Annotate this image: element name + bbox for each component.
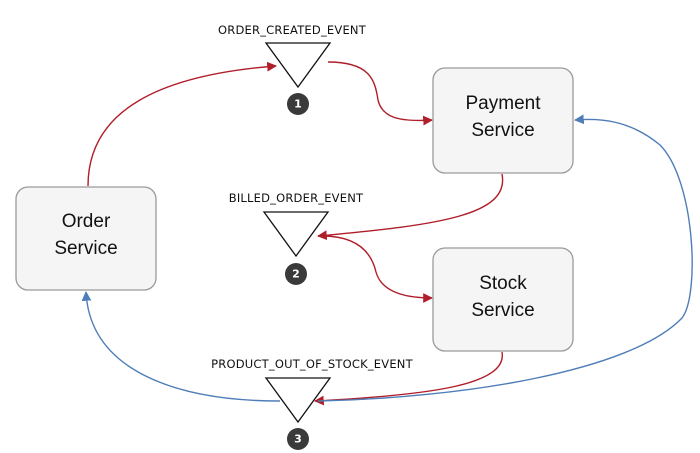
stock-to-out-of-stock-arrow — [314, 351, 503, 406]
payment-service-label-line1: Payment — [466, 93, 542, 114]
order-to-order-created-arrow — [87, 61, 277, 187]
product-out-of-stock-event-triangle — [264, 377, 332, 424]
billed-order-event-label: BILLED_ORDER_EVENT — [229, 191, 364, 205]
payment-service-box: Payment Service — [432, 67, 574, 174]
product-out-of-stock-event: PRODUCT_OUT_OF_STOCK_EVENT 3 — [211, 357, 413, 450]
order-service-box: Order Service — [15, 186, 157, 291]
order-created-event: ORDER_CREATED_EVENT 1 — [218, 23, 367, 115]
event-badge-2 — [285, 263, 307, 285]
event-badge-1 — [287, 93, 309, 115]
stock-service-box: Stock Service — [432, 247, 574, 352]
product-out-of-stock-event-label: PRODUCT_OUT_OF_STOCK_EVENT — [211, 357, 413, 371]
billed-order-event: BILLED_ORDER_EVENT 2 — [229, 191, 364, 285]
event-badge-3-number: 3 — [294, 433, 302, 446]
order-service-label-line2: Service — [54, 238, 117, 259]
event-badge-1-number: 1 — [294, 98, 302, 111]
order-created-to-payment-arrow — [327, 61, 433, 126]
out-of-stock-to-payment-arrow — [317, 114, 693, 402]
billed-order-to-stock-arrow — [321, 235, 433, 303]
event-badge-2-number: 2 — [292, 268, 300, 281]
out-of-stock-to-order-arrow — [81, 291, 281, 402]
payment-to-billed-order-arrow — [317, 173, 504, 241]
order-created-event-triangle — [264, 42, 332, 89]
order-created-event-label: ORDER_CREATED_EVENT — [218, 23, 367, 37]
payment-service-label-line2: Service — [471, 120, 534, 141]
event-badge-3 — [287, 428, 309, 450]
order-service-label-line1: Order — [62, 211, 111, 232]
stock-service-label-line1: Stock — [479, 273, 527, 294]
billed-order-event-triangle — [262, 211, 330, 258]
stock-service-label-line2: Service — [471, 300, 534, 321]
